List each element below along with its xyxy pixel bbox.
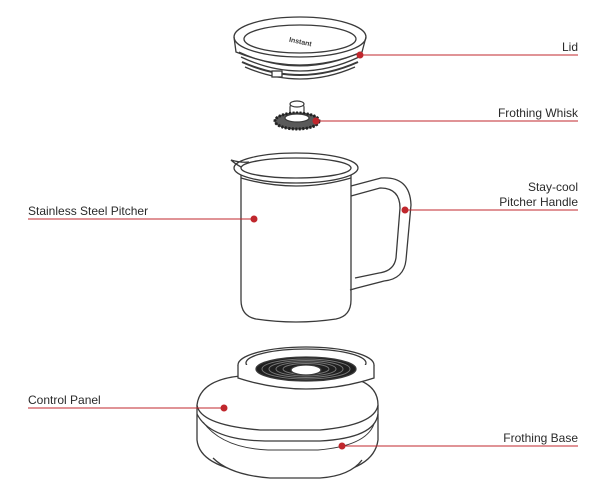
- lid-part: Instant: [233, 16, 367, 80]
- stay-cool-handle-label-line2: Pitcher Handle: [499, 195, 578, 209]
- base-leader-dot: [338, 442, 346, 450]
- base-part: [196, 346, 379, 479]
- lid-leader-dot: [356, 51, 364, 59]
- frothing-base-label: Frothing Base: [503, 431, 578, 445]
- pitcher-leader-dot: [250, 215, 258, 223]
- pitcher-part: [230, 152, 412, 323]
- whisk-part: [273, 100, 321, 131]
- stay-cool-handle-label-line1: Stay-cool: [527, 180, 578, 194]
- callout-leaders: [28, 51, 578, 450]
- lid-brand-mark: Instant: [288, 37, 313, 49]
- pitcher-label: Stainless Steel Pitcher: [28, 204, 149, 218]
- control-panel-leader-dot: [220, 404, 228, 412]
- frothing-whisk-label: Frothing Whisk: [497, 106, 578, 120]
- handle-leader-dot: [401, 206, 409, 214]
- whisk-leader-dot: [312, 117, 320, 125]
- lid-label: Lid: [561, 40, 578, 54]
- control-panel-label: Control Panel: [28, 393, 101, 407]
